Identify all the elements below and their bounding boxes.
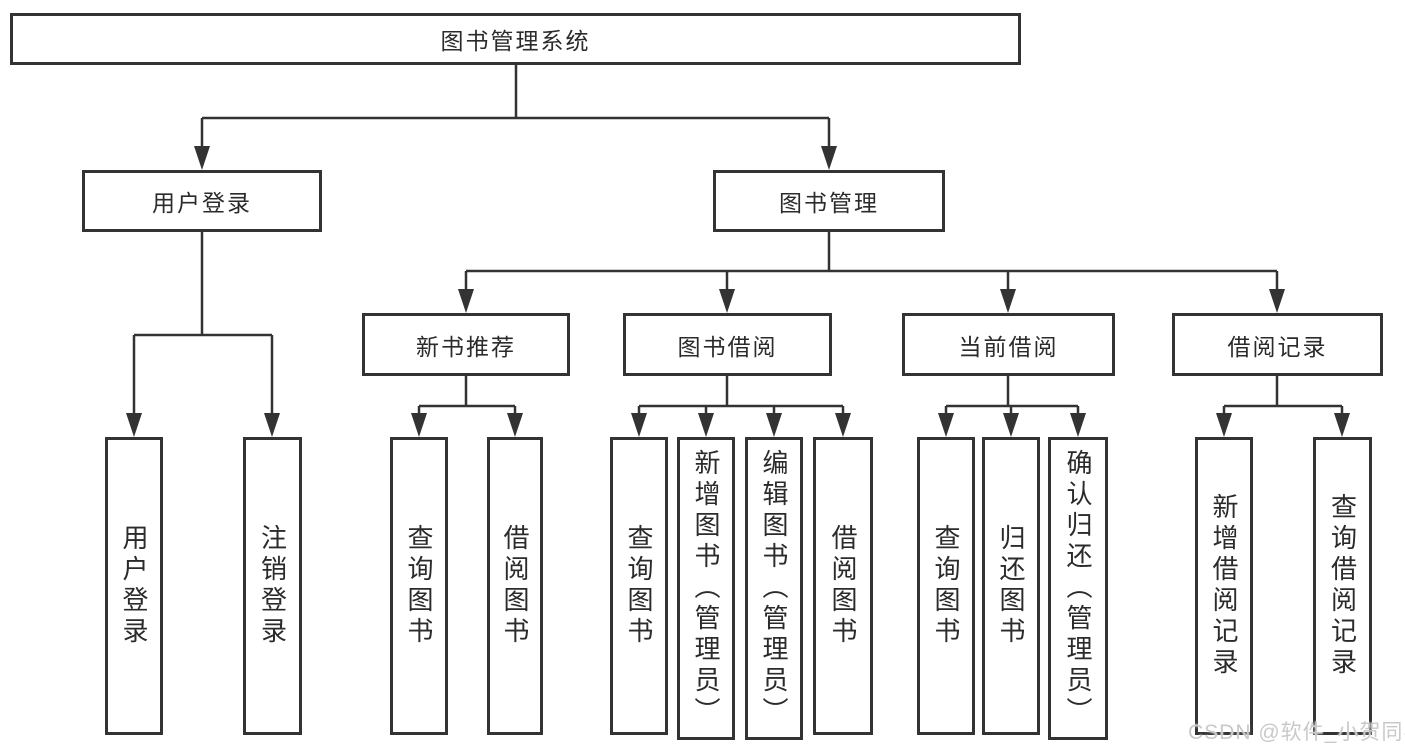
node-label: 确认归还（管理员） [1063,449,1093,728]
node-label: 新书推荐 [416,333,516,360]
node-label: 编辑图书（管理员） [759,449,789,728]
node-user-login: 用户登录 [82,170,322,232]
leaf-query-borrow-record: 查询借阅记录 [1313,437,1372,735]
leaf-confirm-return-admin: 确认归还（管理员） [1048,437,1108,740]
leaf-query-books-3: 查询图书 [917,437,975,735]
node-label: 查询图书 [404,524,434,648]
node-library-system: 图书管理系统 [10,13,1021,65]
node-label: 当前借阅 [958,333,1059,360]
node-book-borrowing: 图书借阅 [623,313,832,376]
node-label: 用户登录 [152,190,252,216]
node-label: 查询图书 [624,524,654,648]
csdn-watermark: CSDN @软件_小贺同学 [1188,721,1405,744]
node-label: 查询图书 [931,524,961,648]
node-label: 新增借阅记录 [1209,493,1239,679]
leaf-add-borrow-record: 新增借阅记录 [1195,437,1253,735]
node-label: 借阅图书 [828,524,858,648]
node-new-book-recommendation: 新书推荐 [362,313,570,376]
leaf-query-books: 查询图书 [390,437,448,735]
node-label: 注销登录 [257,524,288,648]
node-label: 借阅图书 [500,524,530,648]
leaf-return-book: 归还图书 [982,437,1040,735]
node-current-borrowing: 当前借阅 [902,313,1115,376]
node-label: 借阅记录 [1227,333,1328,360]
node-label: 查询借阅记录 [1327,493,1358,679]
leaf-query-books-2: 查询图书 [610,437,668,735]
leaf-borrow-books-2: 借阅图书 [813,437,873,735]
leaf-add-book-admin: 新增图书（管理员） [677,437,735,740]
node-label: 图书管理 [779,190,879,216]
node-label: 图书管理系统 [440,28,591,54]
node-label: 归还图书 [996,524,1026,648]
leaf-logout: 注销登录 [243,437,302,735]
leaf-borrow-books: 借阅图书 [487,437,543,735]
node-label: 用户登录 [119,524,149,648]
leaf-user-login: 用户登录 [105,437,163,735]
node-label: 图书借阅 [677,333,778,360]
leaf-edit-book-admin: 编辑图书（管理员） [745,437,803,740]
node-borrowing-records: 借阅记录 [1172,313,1383,376]
node-label: 新增图书（管理员） [691,449,721,728]
node-book-management: 图书管理 [713,170,945,232]
